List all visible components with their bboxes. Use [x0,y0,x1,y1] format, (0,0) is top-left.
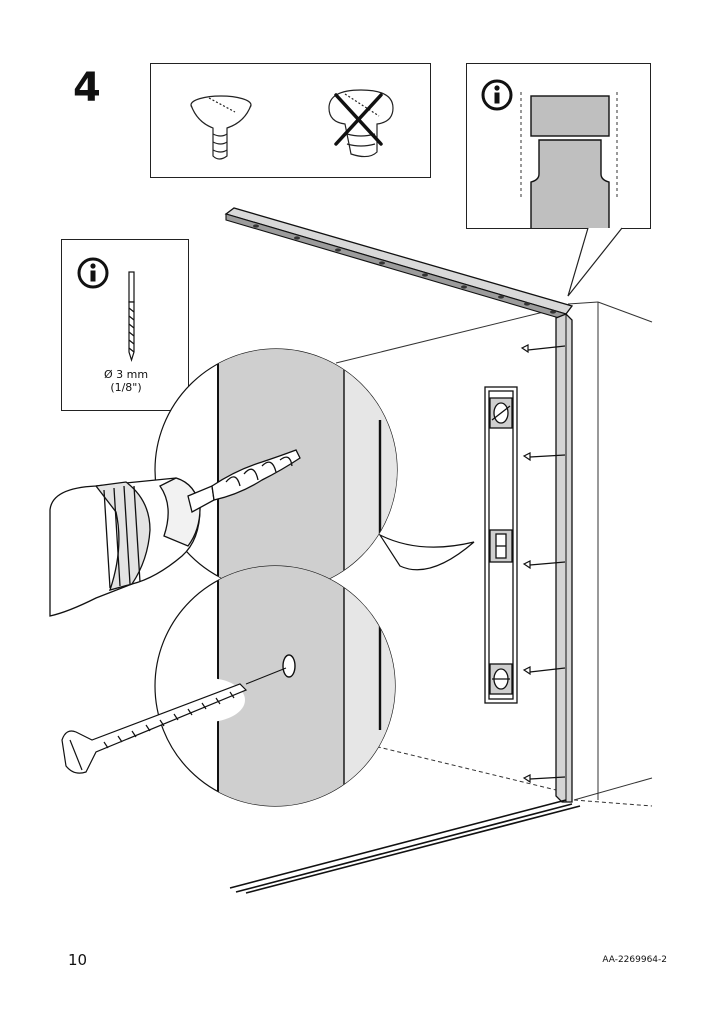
wood-screw-icon [61,667,287,774]
wall-outline [335,301,653,807]
drill-bit-illustration [77,257,135,363]
drill-icon [49,449,301,617]
drilling-detail-circle [154,348,475,592]
vertical-rail [555,313,573,803]
cross-icon [334,93,383,146]
rail-screws [520,344,566,784]
drill-size-label: Ø 3 mm (1/8") [62,368,190,394]
drill-diameter-metric: Ø 3 mm [103,368,149,381]
drill-bit-info-panel: Ø 3 mm (1/8") [61,239,189,411]
screwing-detail-circle [154,565,396,807]
step-number: 4 [73,65,101,111]
info-icon [481,79,513,111]
info-icon [77,257,109,289]
top-rail [224,207,574,321]
drill-diameter-imperial: (1/8") [110,381,142,394]
screw-comparison-illustration [190,89,394,160]
profile-info-panel [466,63,651,229]
article-code: AA-2269964-2 [602,955,667,965]
drill-bit-icon [128,271,135,363]
page-number: 10 [68,951,88,969]
bottom-track [229,799,581,894]
profile-cross-section-illustration [481,79,618,228]
screw-type-panel [150,63,431,178]
spirit-level-icon [484,386,518,704]
countersunk-screw-icon [190,95,252,160]
